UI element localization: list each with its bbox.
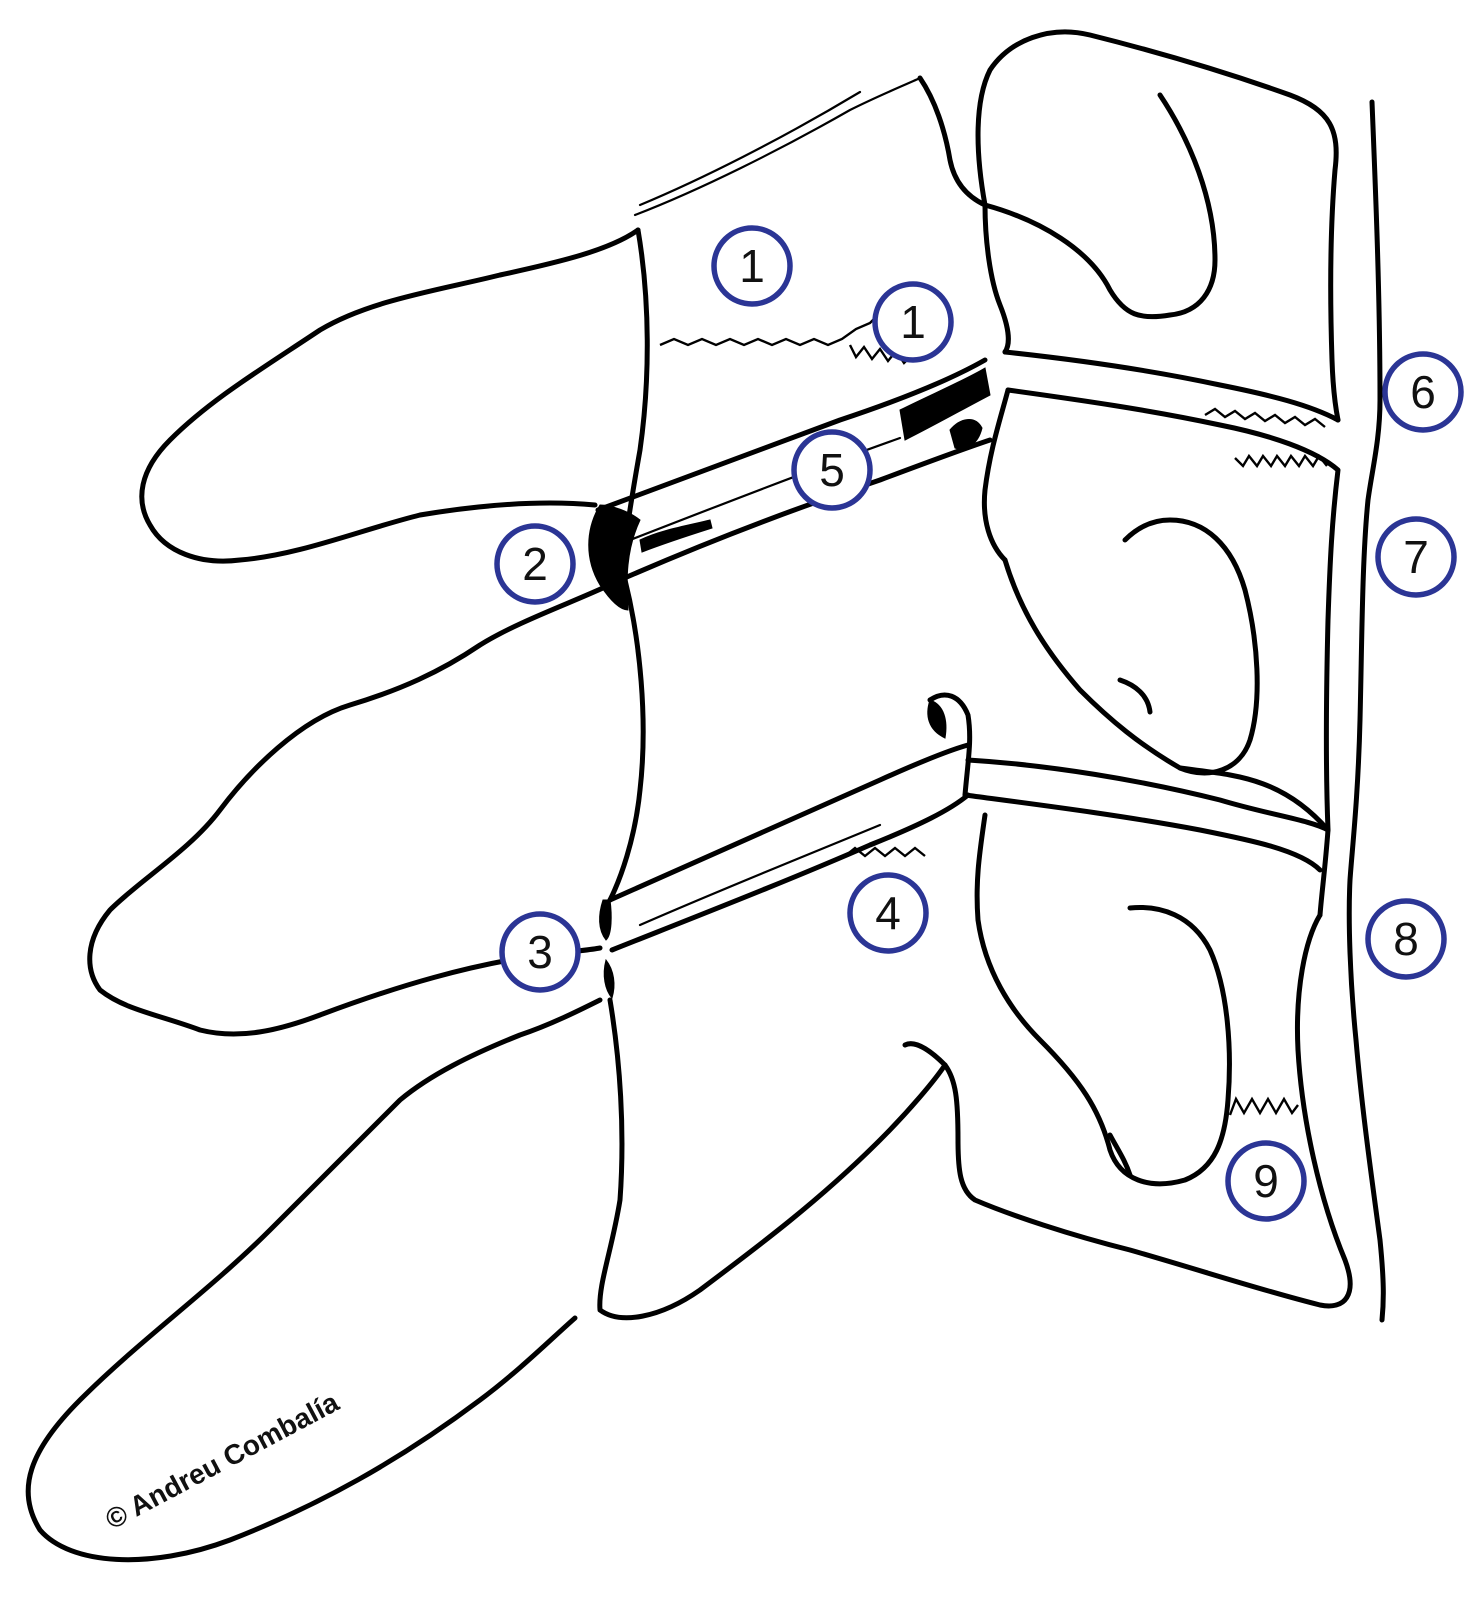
svg-text:2: 2 — [522, 538, 548, 590]
svg-text:7: 7 — [1403, 531, 1429, 583]
marker-5: 5 — [794, 432, 870, 508]
upper-spinous-process — [142, 78, 1215, 580]
marker-9: 9 — [1228, 1143, 1304, 1219]
upper-vertebral-body — [978, 32, 1338, 420]
anterior-longitudinal-ligament — [1349, 102, 1383, 1320]
marker-3: 3 — [502, 914, 578, 990]
lower-pars-interarticularis — [600, 695, 970, 998]
marker-6: 6 — [1385, 354, 1461, 430]
svg-text:4: 4 — [875, 887, 901, 939]
svg-text:1: 1 — [739, 240, 765, 292]
svg-text:1: 1 — [900, 296, 926, 348]
marker-7: 7 — [1378, 519, 1454, 595]
fracture-lines — [660, 313, 1327, 1115]
upper-pars-interarticularis — [589, 360, 990, 610]
marker-4: 4 — [850, 875, 926, 951]
marker-1a: 1 — [714, 228, 790, 304]
svg-text:3: 3 — [527, 926, 553, 978]
copyright-credit: © Andreu Combalía — [100, 1386, 344, 1535]
marker-8: 8 — [1368, 901, 1444, 977]
marker-1b: 1 — [875, 284, 951, 360]
svg-text:5: 5 — [819, 444, 845, 496]
svg-text:8: 8 — [1393, 913, 1419, 965]
marker-2: 2 — [497, 526, 573, 602]
svg-text:6: 6 — [1410, 366, 1436, 418]
svg-text:9: 9 — [1253, 1155, 1279, 1207]
lower-vertebral-body — [945, 760, 1350, 1306]
